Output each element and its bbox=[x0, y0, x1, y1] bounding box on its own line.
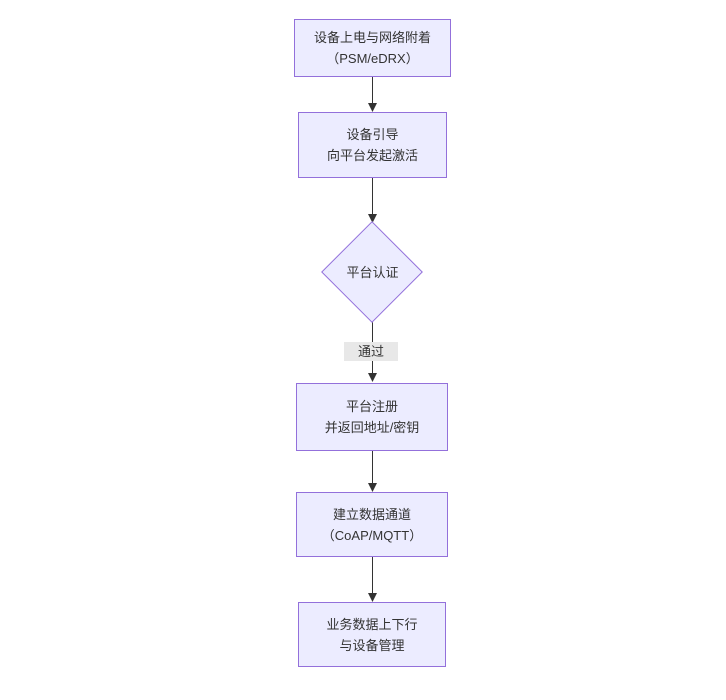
node-label: （CoAP/MQTT） bbox=[321, 527, 423, 543]
node-business: 业务数据上下行 与设备管理 bbox=[298, 602, 446, 667]
node-label: 设备上电与网络附着 bbox=[313, 30, 431, 45]
edge-register-to-channel bbox=[368, 451, 377, 492]
node-bootstrap: 设备引导 向平台发起激活 bbox=[298, 112, 447, 178]
edge-bootstrap-to-auth bbox=[368, 178, 377, 223]
node-label: （PSM/eDRX） bbox=[326, 51, 419, 66]
arrowhead-icon bbox=[368, 373, 377, 382]
arrowhead-icon bbox=[368, 103, 377, 112]
node-label: 平台注册 bbox=[345, 399, 398, 414]
node-label: 平台认证 bbox=[346, 265, 399, 280]
node-label: 并返回地址/密钥 bbox=[324, 420, 420, 435]
arrowhead-icon bbox=[368, 214, 377, 223]
node-label: 向平台发起激活 bbox=[326, 148, 418, 163]
node-label: 与设备管理 bbox=[339, 637, 405, 653]
edge-label-pass: 通过 bbox=[344, 342, 398, 361]
edge-channel-to-business bbox=[368, 557, 377, 602]
node-data-channel: 建立数据通道 （CoAP/MQTT） bbox=[296, 492, 448, 557]
edge-power-to-bootstrap bbox=[368, 77, 377, 112]
node-label: 设备引导 bbox=[346, 127, 399, 142]
arrowhead-icon bbox=[368, 593, 377, 602]
node-register: 平台注册 并返回地址/密钥 bbox=[296, 383, 448, 451]
node-label: 业务数据上下行 bbox=[326, 616, 418, 632]
node-power-attach: 设备上电与网络附着 （PSM/eDRX） bbox=[294, 19, 451, 77]
arrowhead-icon bbox=[368, 483, 377, 492]
node-label: 建立数据通道 bbox=[332, 506, 411, 522]
